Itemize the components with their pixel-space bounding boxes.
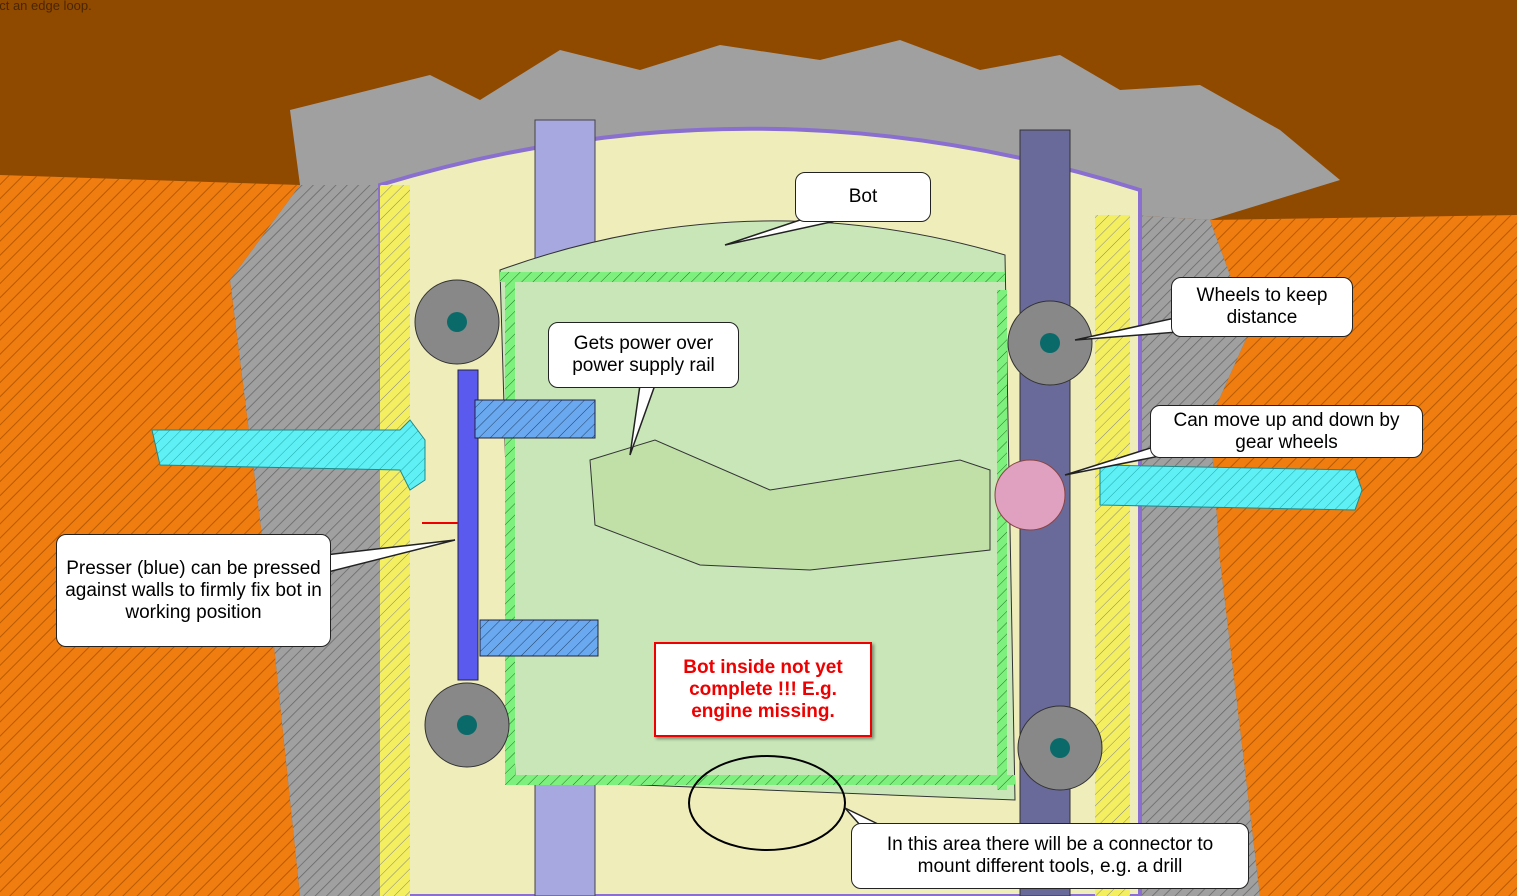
status-text: ect an edge loop. (0, 0, 92, 13)
warning-note: Bot inside not yet complete !!! E.g. eng… (654, 642, 872, 737)
bot-wall-bottom (515, 775, 1015, 785)
tube-wall-left (380, 185, 410, 896)
bot-wall-right (997, 290, 1007, 790)
shaft-left (151, 419, 426, 491)
bot-wall-top (500, 272, 1005, 282)
wheels (414, 279, 1103, 791)
shaft-right (1099, 464, 1363, 511)
callout-connector: In this area there will be a connector t… (851, 823, 1249, 889)
gear-wheel (994, 459, 1066, 531)
callout-gear: Can move up and down by gear wheels (1150, 405, 1423, 458)
ground-right-hatch (1210, 215, 1517, 896)
wall-right-hatch (1130, 215, 1260, 896)
presser-screw-top (474, 399, 596, 439)
callout-bot: Bot (795, 172, 931, 222)
connector-area-marker (688, 755, 846, 851)
presser-screw-bottom (479, 619, 599, 657)
tube-wall-right (1095, 215, 1130, 896)
callout-presser: Presser (blue) can be pressed against wa… (56, 534, 331, 647)
bot-bracket (589, 439, 991, 571)
bot-wall-left (505, 275, 515, 785)
callout-wheels: Wheels to keep distance (1171, 277, 1353, 337)
callout-power: Gets power over power supply rail (548, 322, 739, 388)
presser-plate (457, 369, 479, 681)
